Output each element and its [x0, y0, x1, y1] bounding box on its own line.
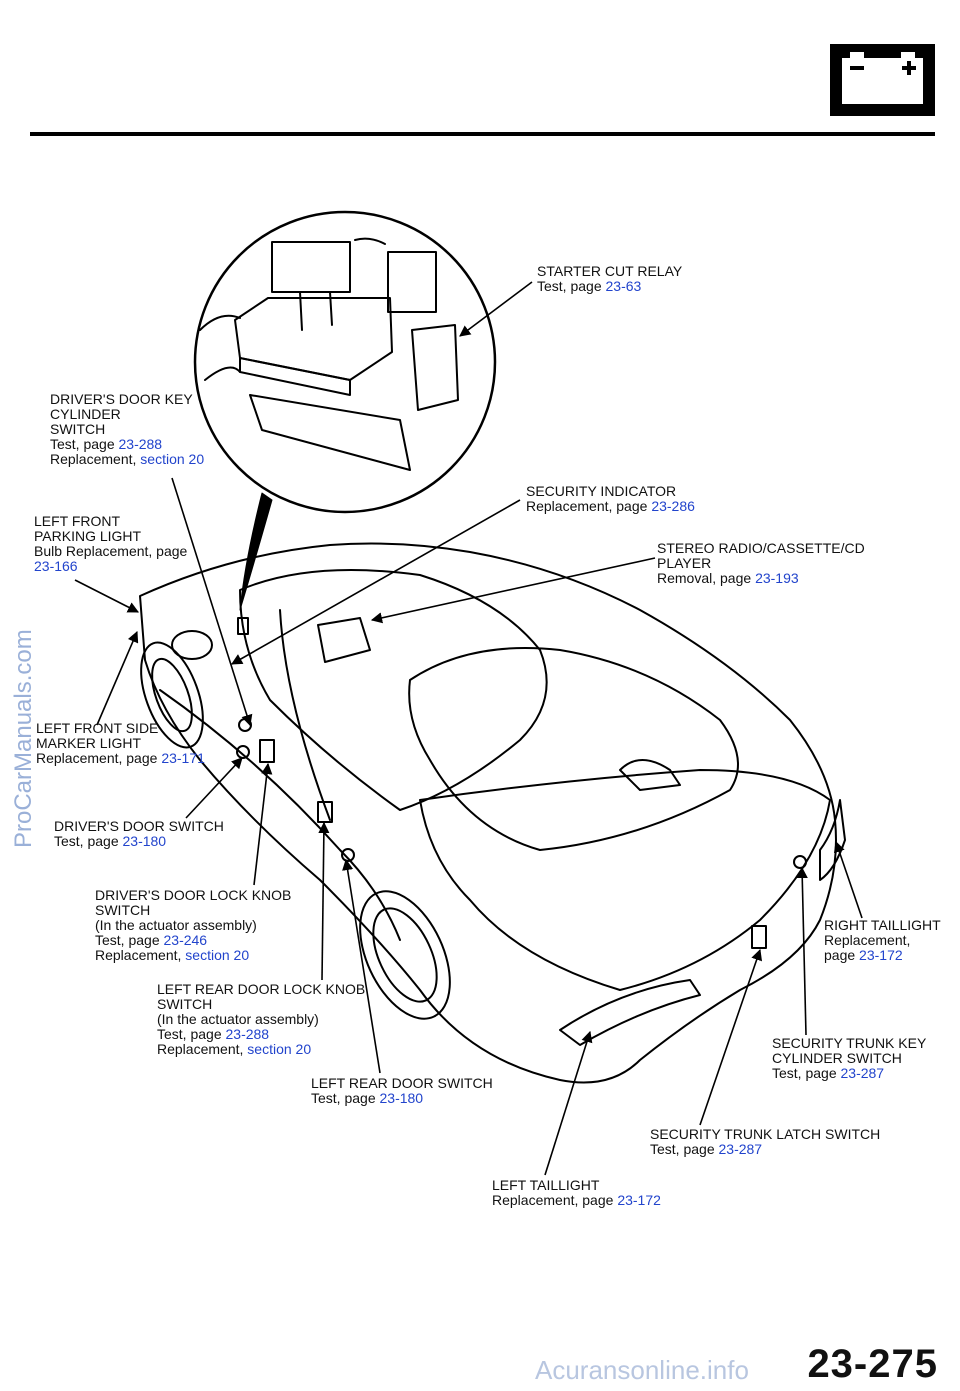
test-label: Test, page [537, 278, 606, 294]
callout-starter-cut-relay: STARTER CUT RELAY Test, page 23-63 [537, 264, 682, 294]
callout-title-2: CYLINDER [50, 406, 121, 422]
callout-left-front-parking: LEFT FRONT PARKING LIGHT Bulb Replacemen… [34, 514, 187, 574]
callout-title: LEFT REAR DOOR LOCK KNOB [157, 981, 366, 997]
callout-left-front-side-marker: LEFT FRONT SIDE MARKER LIGHT Replacement… [36, 721, 205, 766]
page-link[interactable]: 23-166 [34, 558, 78, 574]
callout-note: (In the actuator assembly) [95, 917, 257, 933]
test-label: Test, page [54, 833, 123, 849]
section-link[interactable]: section 20 [247, 1041, 312, 1057]
callout-title: STEREO RADIO/CASSETTE/CD [657, 540, 865, 556]
page-link[interactable]: 23-63 [605, 278, 642, 294]
watermark-bottom: Acuransonline.info [535, 1355, 749, 1385]
leader-drivers-door-key [171, 477, 253, 727]
leader-left-front-side-marker [96, 630, 139, 726]
callout-title-2: PARKING LIGHT [34, 528, 142, 544]
test-label: Test, page [650, 1141, 719, 1157]
callout-drivers-door-key: DRIVER'S DOOR KEY CYLINDER SWITCH Test, … [50, 392, 204, 467]
replacement-label: Replacement, [157, 1041, 248, 1057]
page-link[interactable]: 23-193 [755, 570, 799, 586]
replacement-label: Bulb Replacement, page [34, 543, 188, 559]
page-link[interactable]: 23-171 [161, 750, 205, 766]
page-link[interactable]: 23-180 [122, 833, 167, 849]
leader-left-rear-door-lock-knob [318, 821, 330, 981]
callout-security-indicator: SECURITY INDICATOR Replacement, page 23-… [526, 484, 695, 514]
callout-title: SECURITY INDICATOR [526, 483, 677, 499]
page-link[interactable]: 23-288 [118, 436, 163, 452]
callout-title-3: SWITCH [50, 421, 106, 437]
callout-title-2: SWITCH [95, 902, 151, 918]
callout-security-trunk-latch: SECURITY TRUNK LATCH SWITCH Test, page 2… [650, 1127, 880, 1157]
callout-stereo: STEREO RADIO/CASSETTE/CD PLAYER Removal,… [657, 541, 865, 586]
section-link[interactable]: section 20 [140, 451, 205, 467]
leader-security-indicator [231, 499, 521, 665]
test-label: Test, page [95, 932, 164, 948]
replacement-label: Replacement, [95, 947, 186, 963]
leader-security-trunk-latch [699, 948, 763, 1126]
inset-circle [193, 210, 497, 514]
car-body [139, 542, 837, 1084]
callout-security-trunk-key: SECURITY TRUNK KEY CYLINDER SWITCH Test,… [772, 1036, 926, 1081]
page-link[interactable]: 23-287 [718, 1141, 763, 1157]
leader-drivers-door-lock-knob [253, 762, 273, 886]
callout-right-taillight: RIGHT TAILLIGHT Replacement, page 23-172 [824, 918, 941, 963]
page-link[interactable]: 23-246 [163, 932, 208, 948]
callout-title: LEFT REAR DOOR SWITCH [311, 1075, 493, 1091]
test-label: Test, page [772, 1065, 841, 1081]
callout-left-rear-door-switch: LEFT REAR DOOR SWITCH Test, page 23-180 [311, 1076, 493, 1106]
callout-title: SECURITY TRUNK KEY [772, 1035, 927, 1051]
callout-title: STARTER CUT RELAY [537, 263, 683, 279]
test-label: Test, page [311, 1090, 380, 1106]
replacement-label: Replacement, [824, 932, 911, 948]
callout-left-taillight: LEFT TAILLIGHT Replacement, page 23-172 [492, 1178, 661, 1208]
page-link[interactable]: 23-172 [617, 1192, 661, 1208]
callout-title: LEFT FRONT SIDE [36, 720, 159, 736]
leader-security-trunk-key [796, 866, 808, 1036]
callout-title: SECURITY TRUNK LATCH SWITCH [650, 1126, 881, 1142]
replacement-label: Replacement, [50, 451, 141, 467]
leader-drivers-door-switch [185, 757, 243, 819]
page-link[interactable]: 23-287 [840, 1065, 885, 1081]
replacement-label: Replacement, page [526, 498, 652, 514]
callout-title-2: PLAYER [657, 555, 712, 571]
page-link[interactable]: 23-286 [651, 498, 695, 514]
page-link[interactable]: 23-180 [379, 1090, 424, 1106]
leader-left-front-parking [74, 579, 139, 613]
header-rule [30, 132, 935, 136]
test-label: Test, page [157, 1026, 226, 1042]
section-link[interactable]: section 20 [185, 947, 250, 963]
removal-label: Removal, page [657, 570, 756, 586]
callout-title: LEFT FRONT [34, 513, 121, 529]
watermark-side: ProCarManuals.com [10, 629, 37, 848]
callout-title-2: MARKER LIGHT [36, 735, 142, 751]
callout-title: LEFT TAILLIGHT [492, 1177, 600, 1193]
callout-title: DRIVER'S DOOR KEY [50, 391, 193, 407]
leader-right-taillight [833, 840, 863, 919]
leader-left-rear-door-switch [342, 858, 381, 1074]
callout-title: DRIVER'S DOOR SWITCH [54, 818, 224, 834]
leader-stereo [370, 557, 656, 624]
callout-note: (In the actuator assembly) [157, 1011, 319, 1027]
replacement-label: Replacement, page [492, 1192, 618, 1208]
callout-title-2: SWITCH [157, 996, 213, 1012]
callout-drivers-door-lock-knob: DRIVER'S DOOR LOCK KNOB SWITCH (In the a… [95, 888, 291, 963]
page-link[interactable]: 23-172 [859, 947, 903, 963]
callout-drivers-door-switch: DRIVER'S DOOR SWITCH Test, page 23-180 [54, 819, 224, 849]
page-link[interactable]: 23-288 [225, 1026, 270, 1042]
battery-icon [830, 44, 935, 116]
page-number: 23-275 [807, 1342, 938, 1386]
leader-left-taillight [544, 1030, 593, 1176]
callout-title: DRIVER'S DOOR LOCK KNOB [95, 887, 292, 903]
callout-left-rear-door-lock-knob: LEFT REAR DOOR LOCK KNOB SWITCH (In the … [157, 982, 365, 1057]
replacement-label: Replacement, page [36, 750, 162, 766]
test-label: Test, page [50, 436, 119, 452]
page-label: page [824, 947, 860, 963]
leader-starter-cut-relay [459, 281, 533, 337]
callout-title-2: CYLINDER SWITCH [772, 1050, 902, 1066]
callout-title: RIGHT TAILLIGHT [824, 917, 941, 933]
